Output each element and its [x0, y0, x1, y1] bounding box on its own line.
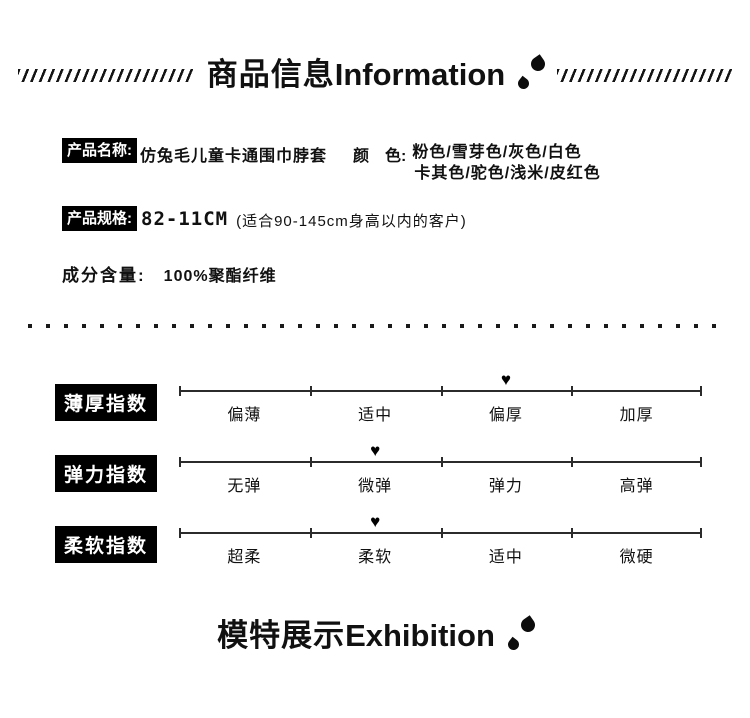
scale-rail [179, 457, 702, 467]
product-color-line-2: 卡其色/驼色/浅米/皮红色 [414, 165, 601, 182]
scale-option: 微硬 [619, 549, 654, 566]
scale-option: 弹力 [488, 478, 523, 495]
heart-track: ♥ [179, 512, 702, 532]
index-scale: ♥ 偏薄 适中 偏厚 加厚 [179, 370, 702, 425]
index-scale: ♥ 无弹 微弹 弹力 高弹 [179, 441, 702, 496]
drops-decoration [505, 615, 538, 656]
scale-option: 偏薄 [227, 407, 262, 424]
drop-icon [516, 75, 532, 92]
tick-mark [700, 457, 702, 467]
scale-option: 无弹 [227, 478, 262, 495]
scale-option: 高弹 [619, 478, 654, 495]
heart-track: ♥ [179, 370, 702, 390]
tick-mark [309, 528, 312, 538]
tick-mark [700, 528, 702, 538]
section-header-info: 商品信息Information [0, 52, 750, 98]
product-spec-note: (适合90-145cm身高以内的客户) [236, 212, 467, 230]
product-content-row: 成分含量: 100%聚酯纤维 [62, 261, 750, 286]
tick-mark [179, 457, 182, 467]
section-title: 商品信息Information [193, 52, 516, 98]
product-info-block: 产品名称: 仿兔毛儿童卡通围巾脖套 颜 色: 粉色/雪芽色/灰色/白色 卡其色/… [62, 138, 750, 286]
product-spec-label: 产品规格: [62, 206, 137, 231]
tick-mark [571, 528, 574, 538]
tick-mark [440, 386, 443, 396]
index-row-softness: 柔软指数 ♥ 超柔 柔软 适中 微硬 [0, 512, 750, 567]
footer-title-cn: 模特展示 [217, 618, 346, 653]
scale-option: 柔软 [358, 549, 393, 566]
tick-mark [179, 528, 182, 538]
product-name-row: 产品名称: 仿兔毛儿童卡通围巾脖套 颜 色: 粉色/雪芽色/灰色/白色 卡其色/… [62, 138, 750, 184]
scale-option: 超柔 [227, 549, 262, 566]
index-label: 薄厚指数 [55, 384, 158, 421]
footer-title-en: Exhibition [345, 618, 495, 653]
dotted-divider [28, 324, 722, 328]
product-content-label: 成分含量: [62, 266, 146, 285]
heart-marker-icon: ♥ [500, 370, 511, 389]
tick-mark [309, 457, 312, 467]
tick-mark [571, 386, 574, 396]
product-info-page: 商品信息Information 产品名称: 仿兔毛儿童卡通围巾脖套 颜 色: 粉… [0, 52, 750, 718]
drop-icon [505, 636, 522, 653]
scale-options: 偏薄 适中 偏厚 加厚 [179, 392, 702, 425]
index-row-thickness: 薄厚指数 ♥ 偏薄 适中 偏厚 加厚 [0, 370, 750, 425]
product-name-label: 产品名称: [62, 138, 137, 163]
hatch-line-right-decoration [557, 68, 732, 82]
scale-option: 偏厚 [488, 407, 523, 424]
heart-marker-icon: ♥ [370, 441, 381, 460]
section-title-en: Information [334, 57, 506, 92]
product-color-label: 颜 色: [353, 148, 407, 165]
tick-mark [700, 386, 702, 396]
product-content-value: 100%聚酯纤维 [163, 267, 277, 285]
drop-icon [528, 54, 548, 74]
index-scales: 薄厚指数 ♥ 偏薄 适中 偏厚 加厚 [0, 370, 750, 567]
drops-decoration [515, 54, 548, 95]
tick-mark [179, 386, 182, 396]
product-color-values: 粉色/雪芽色/灰色/白色 卡其色/驼色/浅米/皮红色 [412, 142, 600, 184]
scale-option: 加厚 [619, 407, 654, 424]
heart-track: ♥ [179, 441, 702, 461]
product-name-value: 仿兔毛儿童卡通围巾脖套 [140, 148, 328, 165]
product-spec-row: 产品规格: 82-11CM (适合90-145cm身高以内的客户) [62, 206, 750, 231]
scale-option: 微弹 [358, 478, 393, 495]
scale-options: 无弹 微弹 弹力 高弹 [179, 463, 702, 496]
scale-options: 超柔 柔软 适中 微硬 [179, 534, 702, 567]
hatch-line-left-decoration [18, 68, 193, 82]
product-color-line-1: 粉色/雪芽色/灰色/白色 [412, 144, 582, 161]
tick-mark [571, 457, 574, 467]
index-label: 柔软指数 [55, 526, 158, 563]
tick-mark [440, 457, 443, 467]
scale-rail [179, 386, 702, 396]
scale-option: 适中 [488, 549, 523, 566]
section-title-cn: 商品信息 [206, 57, 335, 92]
scale-option: 适中 [358, 407, 393, 424]
index-label: 弹力指数 [55, 455, 158, 492]
index-row-elasticity: 弹力指数 ♥ 无弹 微弹 弹力 高弹 [0, 441, 750, 496]
footer-title: 模特展示Exhibition [203, 613, 505, 659]
scale-rail [179, 528, 702, 538]
index-scale: ♥ 超柔 柔软 适中 微硬 [179, 512, 702, 567]
drop-icon [518, 615, 538, 635]
product-spec-value: 82-11CM [141, 207, 229, 230]
tick-mark [309, 386, 312, 396]
heart-marker-icon: ♥ [370, 512, 381, 531]
product-color-block: 颜 色: 粉色/雪芽色/灰色/白色 卡其色/驼色/浅米/皮红色 [353, 138, 601, 184]
tick-mark [440, 528, 443, 538]
section-header-exhibition: 模特展示Exhibition [0, 613, 750, 659]
